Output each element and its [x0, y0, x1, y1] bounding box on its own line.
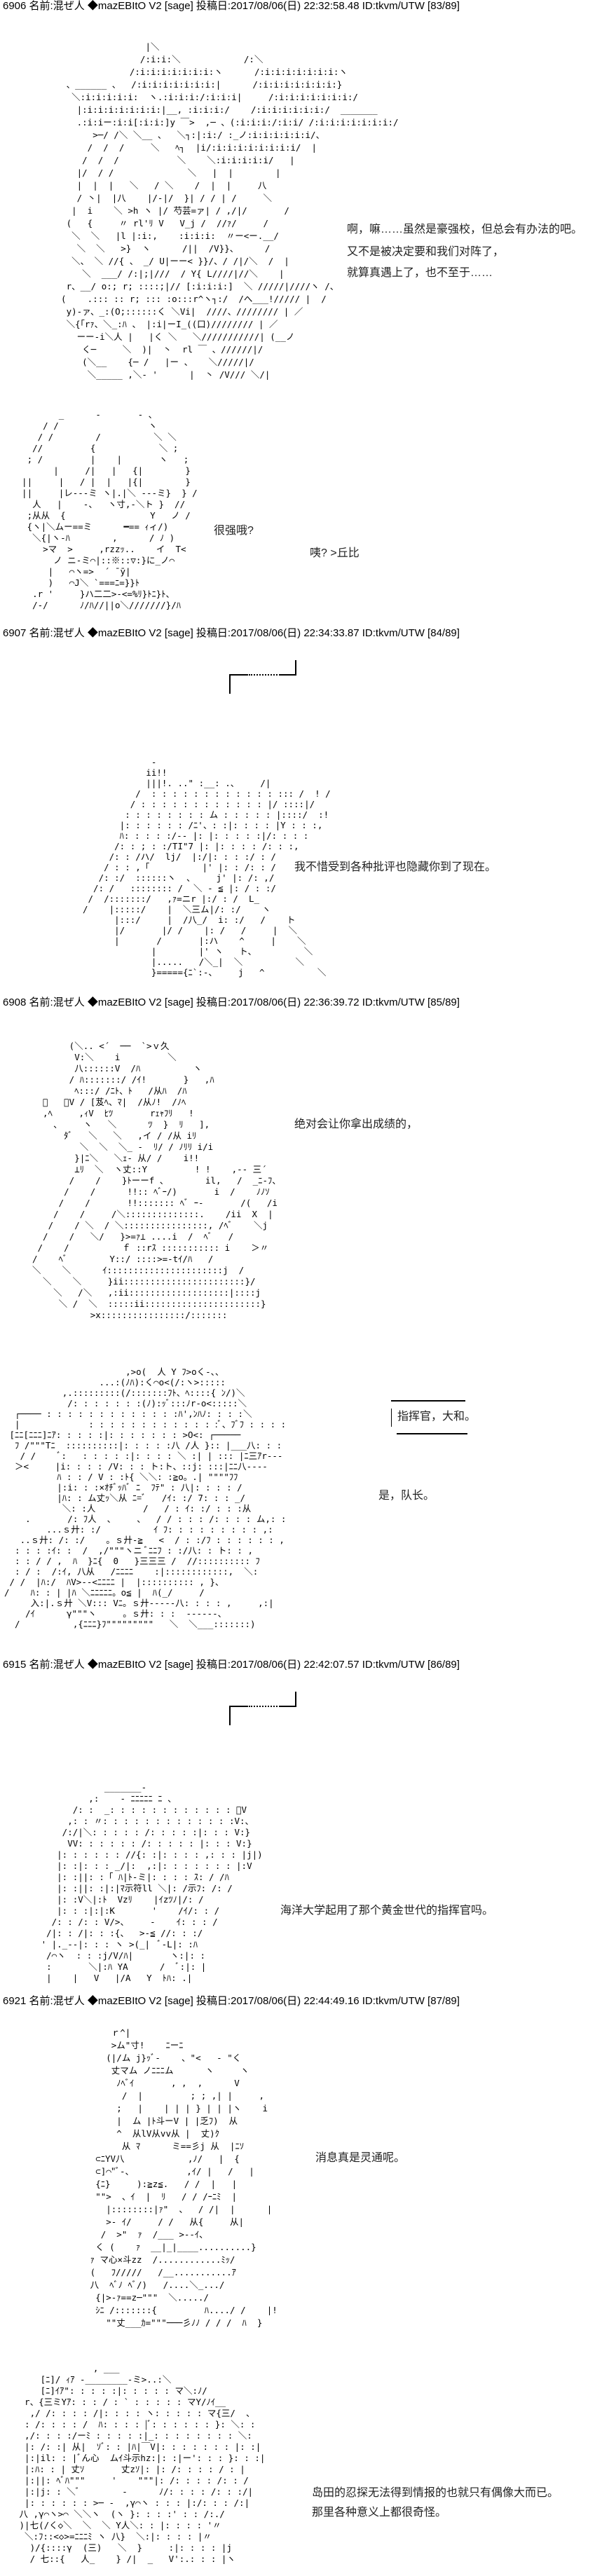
dialog-line: 咦? >丘比 — [310, 547, 360, 559]
dialog-line: 是，队长。 — [378, 1490, 435, 1502]
dialog-line: 就算真遇上了，也不至于…… — [347, 267, 493, 279]
ascii-art-figure-6: _______- ,: - ﾆﾆﾆﾆﾆ ﾆ 、 /: : _: : : : : … — [41, 1782, 263, 1983]
dialog-line: 消息真是灵通呢。 — [315, 2152, 406, 2164]
bracket-line — [295, 1692, 296, 1707]
bracket-dots — [249, 1706, 280, 1707]
bracket-line — [230, 674, 248, 676]
dialog-line: 绝对会让你拿出成绩的， — [294, 1118, 418, 1130]
ascii-art-figure-2: _ - - 、 / / ヽ / / / ＼ ＼ // { ＼ ; ; / | |… — [22, 409, 198, 610]
bubble-line — [397, 1433, 467, 1434]
post-header-6907: 6907 名前:混ぜ人 ◆mazEBItO V2 [sage] 投稿日:2017… — [3, 627, 460, 639]
ascii-art-figure-5: ,>o( 人 Y ﾌ>oく-、、 ...:(ﾉﾊ):く⌒o<(/:ヽ>:::::… — [4, 1366, 287, 1629]
dialog-line: 岛田的忍探无法得到情报的也就只有偶像大而已。 — [312, 2487, 559, 2499]
dialog-line: 那里各种意义上都很奇怪。 — [312, 2507, 447, 2519]
dialog-line: 我不惜受到各种批评也隐藏你到了现在。 — [294, 861, 497, 873]
dialog-line: 又不是被决定要和我们对阵了， — [347, 246, 505, 258]
bracket-line — [280, 674, 296, 676]
bracket-line — [229, 1706, 231, 1725]
dialog-line: 啊，嘛……虽然是豪强校，但总会有办法的吧。 — [347, 224, 583, 235]
ascii-art-figure-1: |＼ /:i:i:＼ /:＼ /:i:i:i:i:i:i:i:ヽ /:i:i:i… — [61, 41, 399, 380]
bracket-line — [280, 1706, 296, 1707]
ascii-art-figure-3: - ii!! |||!. .." :__: .、 /| / : : : : : … — [83, 757, 331, 978]
post-header-6921: 6921 名前:混ぜ人 ◆mazEBItO V2 [sage] 投稿日:2017… — [3, 1995, 460, 2007]
ascii-art-figure-4: (＼.. <´ ── `>ｖ久 V:＼ i ＼ 八::::::V /ﾊ ヽ / … — [32, 1041, 281, 1320]
ascii-art-figure-7: ｒ^| >ム"寸! ﾆーﾆ (|/ム j}ｯﾞ- 、"< - "く 丈マム ノﾆ… — [90, 2027, 278, 2328]
bubble-text: 指挥官，大和。 — [397, 1411, 477, 1423]
bracket-line — [229, 674, 231, 694]
post-header-6908: 6908 名前:混ぜ人 ◆mazEBItO V2 [sage] 投稿日:2017… — [3, 996, 460, 1008]
bubble-line — [391, 1409, 392, 1427]
bracket-line — [230, 1706, 248, 1707]
ascii-art-figure-8: , ___ [ﾆ]/ ｨｱ -________-ミ>..:＼ [ﾆ]ｲｱ": :… — [19, 2363, 266, 2564]
dialog-line: 海洋大学起用了那个黄金世代的指挥官吗。 — [280, 1905, 494, 1917]
bracket-dots — [249, 674, 280, 676]
bubble-line — [391, 1400, 465, 1402]
post-header-6906: 6906 名前:混ぜ人 ◆mazEBItO V2 [sage] 投稿日:2017… — [3, 0, 460, 12]
bracket-line — [295, 660, 296, 676]
post-header-6915: 6915 名前:混ぜ人 ◆mazEBItO V2 [sage] 投稿日:2017… — [3, 1659, 460, 1671]
dialog-line: 很强哦? — [214, 525, 254, 537]
